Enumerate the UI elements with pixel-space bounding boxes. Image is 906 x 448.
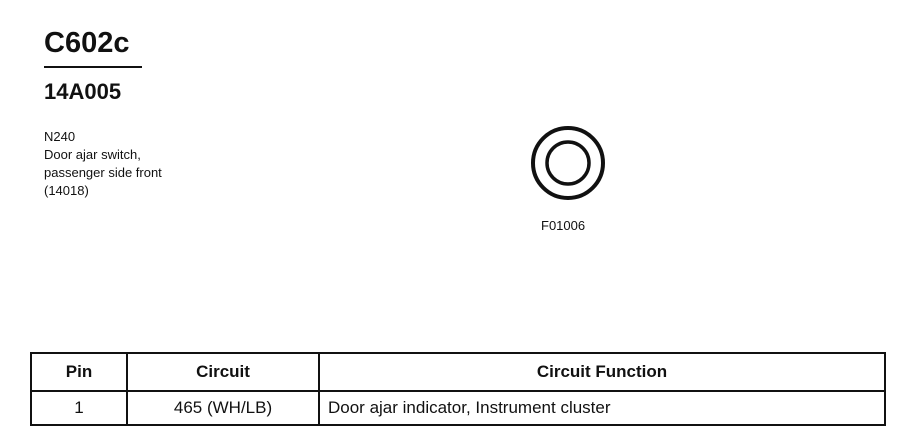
connector-outer-ring [531, 126, 605, 200]
cell-circuit-function: Door ajar indicator, Instrument cluster [318, 390, 886, 426]
title-underline [44, 66, 142, 68]
connector-id: C602c [44, 27, 130, 59]
figure-code: F01006 [541, 218, 586, 233]
pin-table: Pin Circuit Circuit Function 1 465 (WH/L… [30, 352, 886, 426]
component-description: N240 Door ajar switch, passenger side fr… [44, 128, 162, 200]
header-pin: Pin [30, 352, 128, 392]
cell-circuit: 465 (WH/LB) [126, 390, 320, 426]
table-header-row: Pin Circuit Circuit Function [30, 352, 886, 392]
description-line-component: Door ajar switch, [44, 147, 141, 162]
connector-inner-ring [545, 140, 591, 186]
description-line-location: passenger side front [44, 165, 162, 180]
description-line-base-part: (14018) [44, 183, 89, 198]
description-line-code: N240 [44, 129, 76, 144]
cell-pin: 1 [30, 390, 128, 426]
header-circuit: Circuit [126, 352, 320, 392]
table-row: 1 465 (WH/LB) Door ajar indicator, Instr… [30, 390, 886, 426]
part-number: 14A005 [44, 79, 122, 104]
connector-face-icon [531, 126, 605, 200]
header-circuit-function: Circuit Function [318, 352, 886, 392]
